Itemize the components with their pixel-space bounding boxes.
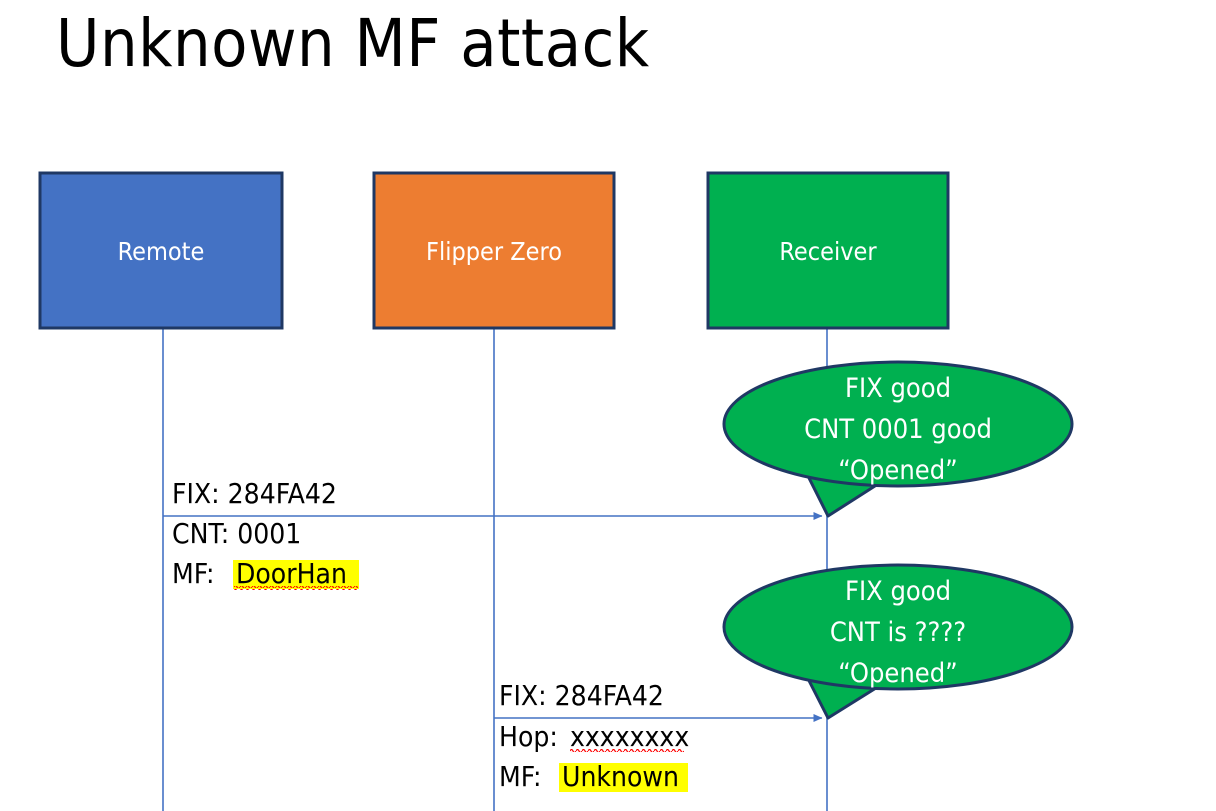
message-1-fix-line: FIX: 284FA42 [172,477,337,510]
callout-bubble-1-line-2: CNT 0001 good [804,414,992,445]
message-2-hop-value: xxxxxxxx [570,720,689,753]
participant-box-flipper-zero[interactable] [372,171,616,330]
callout-bubble-2-line-1: FIX good [845,576,951,607]
message-1-cnt-line: CNT: 0001 [172,517,301,550]
participant-box-remote[interactable] [38,171,284,330]
message-1-mf-highlight [233,560,359,589]
message-2-fix-line: FIX: 284FA42 [499,679,664,712]
callout-bubble-1-line-3: “Opened” [838,455,957,486]
callout-bubble-1-line-1: FIX good [845,373,951,404]
message-2-hop-prefix: Hop: [499,720,558,753]
message-2-hop-squiggle-icon [570,749,684,753]
participant-label-flipper-zero: Flipper Zero [426,237,562,266]
participant-label-remote: Remote [118,237,205,266]
participant-receiver[interactable]: Receiver [706,171,950,330]
message-2-mf-highlight [559,763,688,792]
callout-bubble-1-body [722,360,1074,488]
message-1-labels: FIX: 284FA42 CNT: 0001 MF: DoorHan [172,477,359,590]
participant-remote[interactable]: Remote [38,171,284,330]
message-1-mf-squiggle-icon [234,586,358,590]
callout-bubble-1[interactable]: FIX good CNT 0001 good “Opened” [722,360,1074,518]
message-2-mf-value: Unknown [562,760,679,793]
participant-box-receiver[interactable] [706,171,950,330]
message-2-mf-prefix: MF: [499,760,542,793]
participant-label-receiver: Receiver [779,237,877,266]
page-title: Unknown MF attack [56,5,650,82]
callout-bubble-2-line-3: “Opened” [838,658,957,689]
message-2-labels: FIX: 284FA42 Hop: xxxxxxxx MF: Unknown [499,679,689,793]
callout-bubble-2-line-2: CNT is ???? [830,617,966,648]
message-1-mf-value: DoorHan [236,557,347,590]
callout-bubble-2[interactable]: FIX good CNT is ???? “Opened” [722,563,1074,720]
participant-flipper-zero[interactable]: Flipper Zero [372,171,616,330]
callout-bubble-2-body [722,563,1074,691]
message-1-mf-prefix: MF: [172,557,215,590]
